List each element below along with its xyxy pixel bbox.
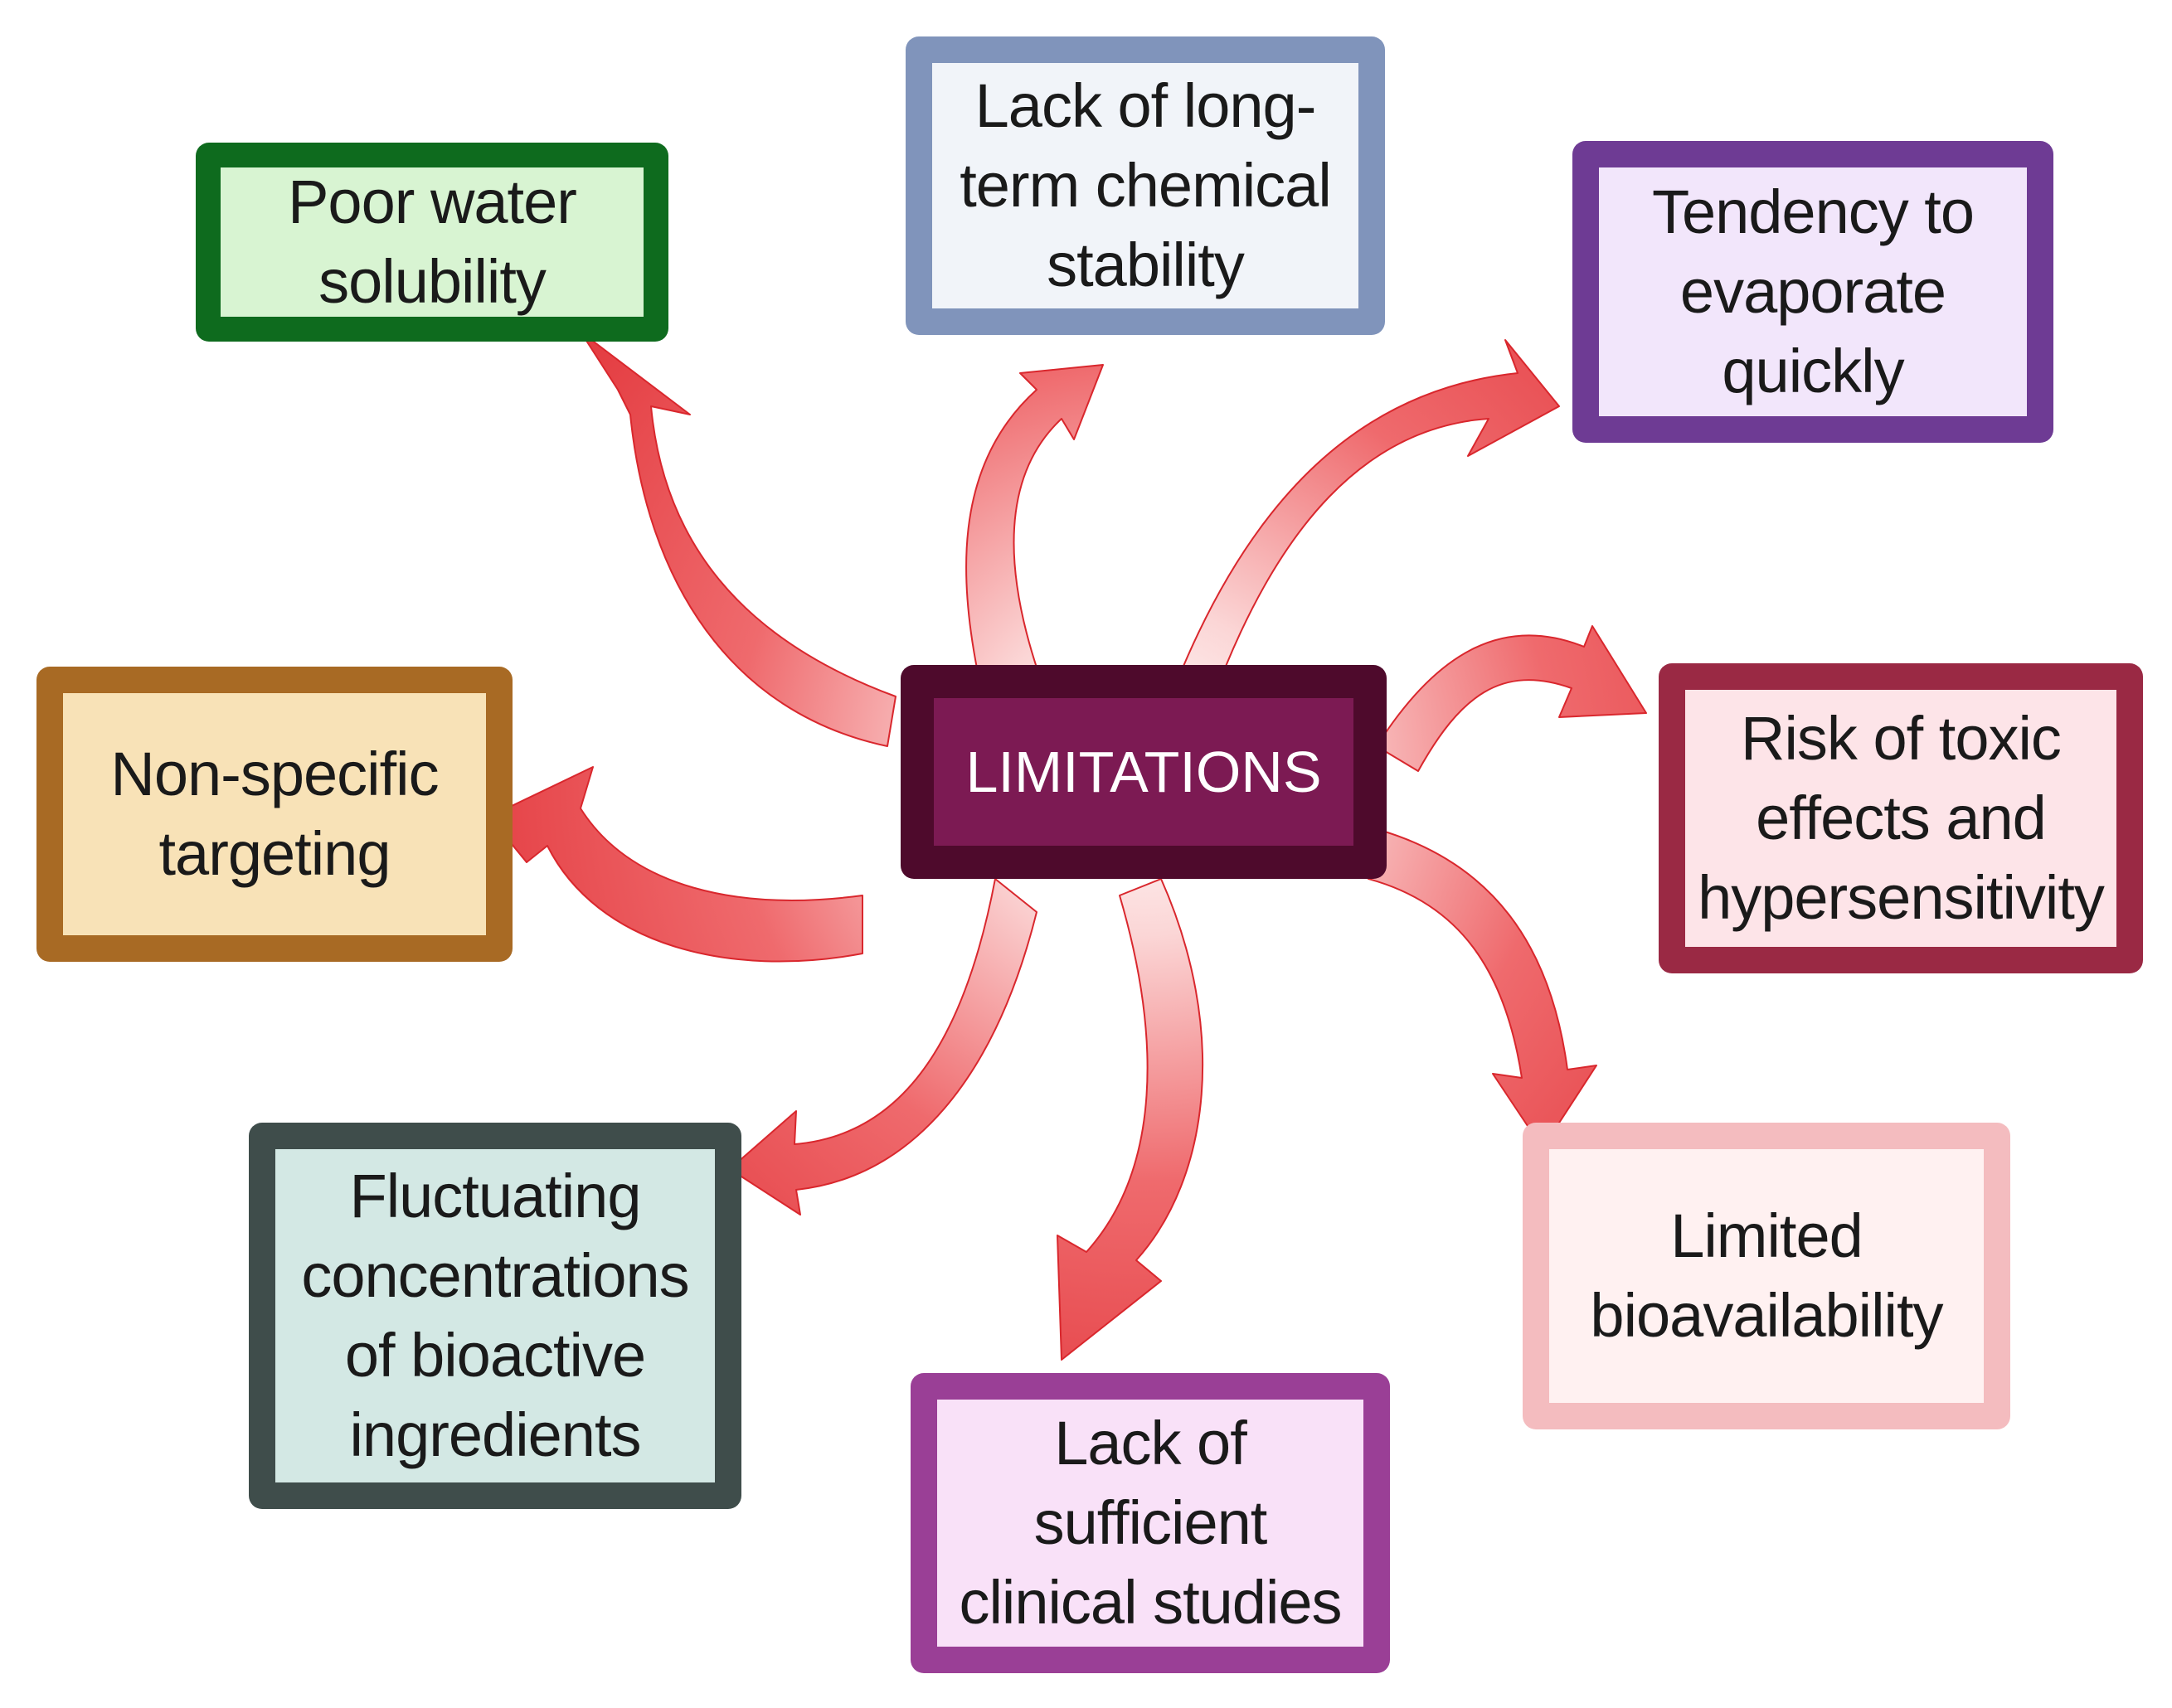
limitation-label: Tendency to evaporate quickly (1651, 177, 1975, 405)
limitation-poor-water-solubility: Poor water solubility (196, 143, 668, 342)
limitation-label: Poor water solubility (288, 167, 577, 316)
limitation-label: Lack of long- term chemical stability (960, 71, 1332, 299)
limitation-label: Risk of toxic effects and hypersensitivi… (1698, 704, 2105, 932)
arrow-to-clinical (1057, 878, 1204, 1361)
limitation-label: Limited bioavailability (1590, 1201, 1943, 1350)
limitation-non-specific-targeting: Non-specific targeting (36, 667, 513, 962)
arrow-to-solubility (580, 331, 896, 747)
arrow-to-toxic (1376, 625, 1647, 772)
limitation-chemical-stability: Lack of long- term chemical stability (906, 36, 1385, 335)
limitation-label: Fluctuating concentrations of bioactive … (301, 1162, 689, 1469)
limitation-clinical-studies: Lack of sufficient clinical studies (911, 1373, 1390, 1673)
arrow-to-stability (965, 364, 1104, 714)
arrow-to-bioavailability (1368, 828, 1597, 1149)
center-label: LIMITATIONS (965, 740, 1322, 804)
limitation-fluctuating-concentrations: Fluctuating concentrations of bioactive … (249, 1123, 741, 1509)
limitation-limited-bioavailability: Limited bioavailability (1523, 1123, 2010, 1429)
arrow-to-nonspecific (488, 766, 863, 963)
limitation-evaporation: Tendency to evaporate quickly (1572, 141, 2053, 443)
limitation-label: Non-specific targeting (110, 740, 439, 888)
limitation-label: Lack of sufficient clinical studies (959, 1409, 1342, 1637)
center-limitations-node: LIMITATIONS (901, 665, 1387, 879)
limitation-toxic-effects: Risk of toxic effects and hypersensitivi… (1659, 663, 2143, 973)
